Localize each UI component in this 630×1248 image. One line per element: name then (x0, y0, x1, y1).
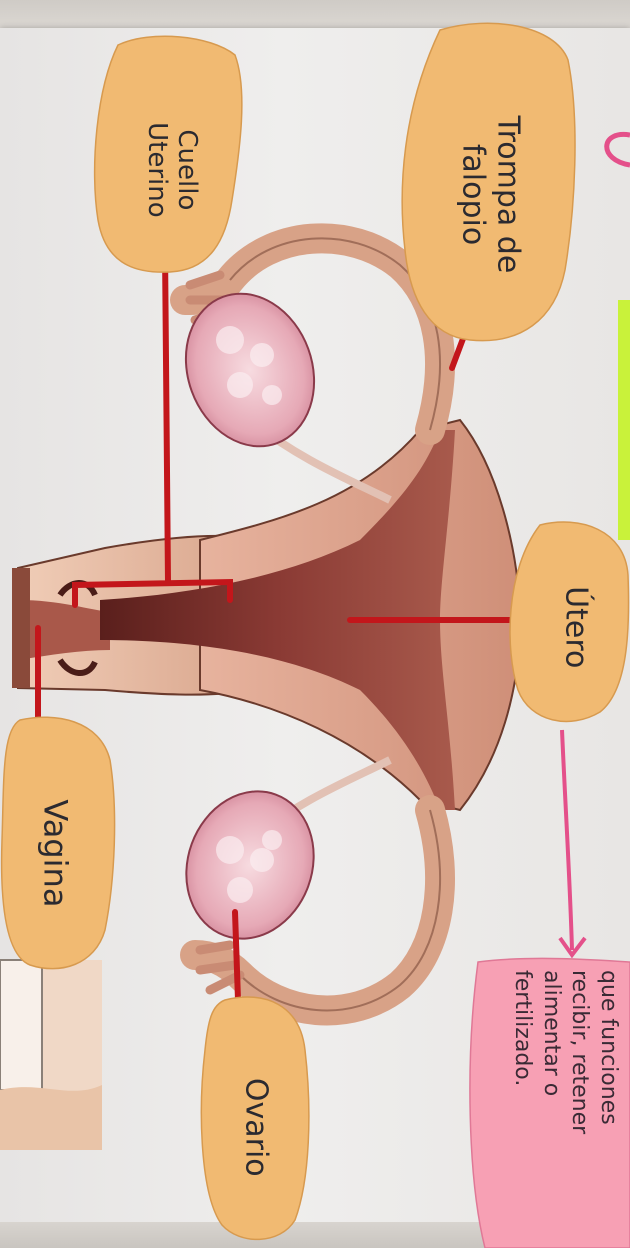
pink-note-line-4: fertilizado. (508, 970, 537, 1230)
pink-note-text: que funciones recibir, retener alimentar… (502, 970, 622, 1230)
label-ovario: Ovario (238, 1062, 273, 1192)
pointer-ovario (235, 912, 238, 1000)
pink-doodle (607, 134, 630, 165)
label-trompa-de-falopio: Trompa de falopio (456, 100, 525, 290)
pink-note-line-3: alimentar o (536, 970, 565, 1230)
label-utero: Útero (558, 562, 593, 692)
green-strip (618, 300, 630, 540)
label-cuello-uterino: Cuello Uterino (141, 95, 201, 245)
pink-note-line-1: que funciones (593, 970, 622, 1230)
pink-arrow (560, 730, 585, 955)
label-vagina: Vagina (37, 788, 74, 918)
pink-note-line-2: recibir, retener (565, 970, 594, 1230)
